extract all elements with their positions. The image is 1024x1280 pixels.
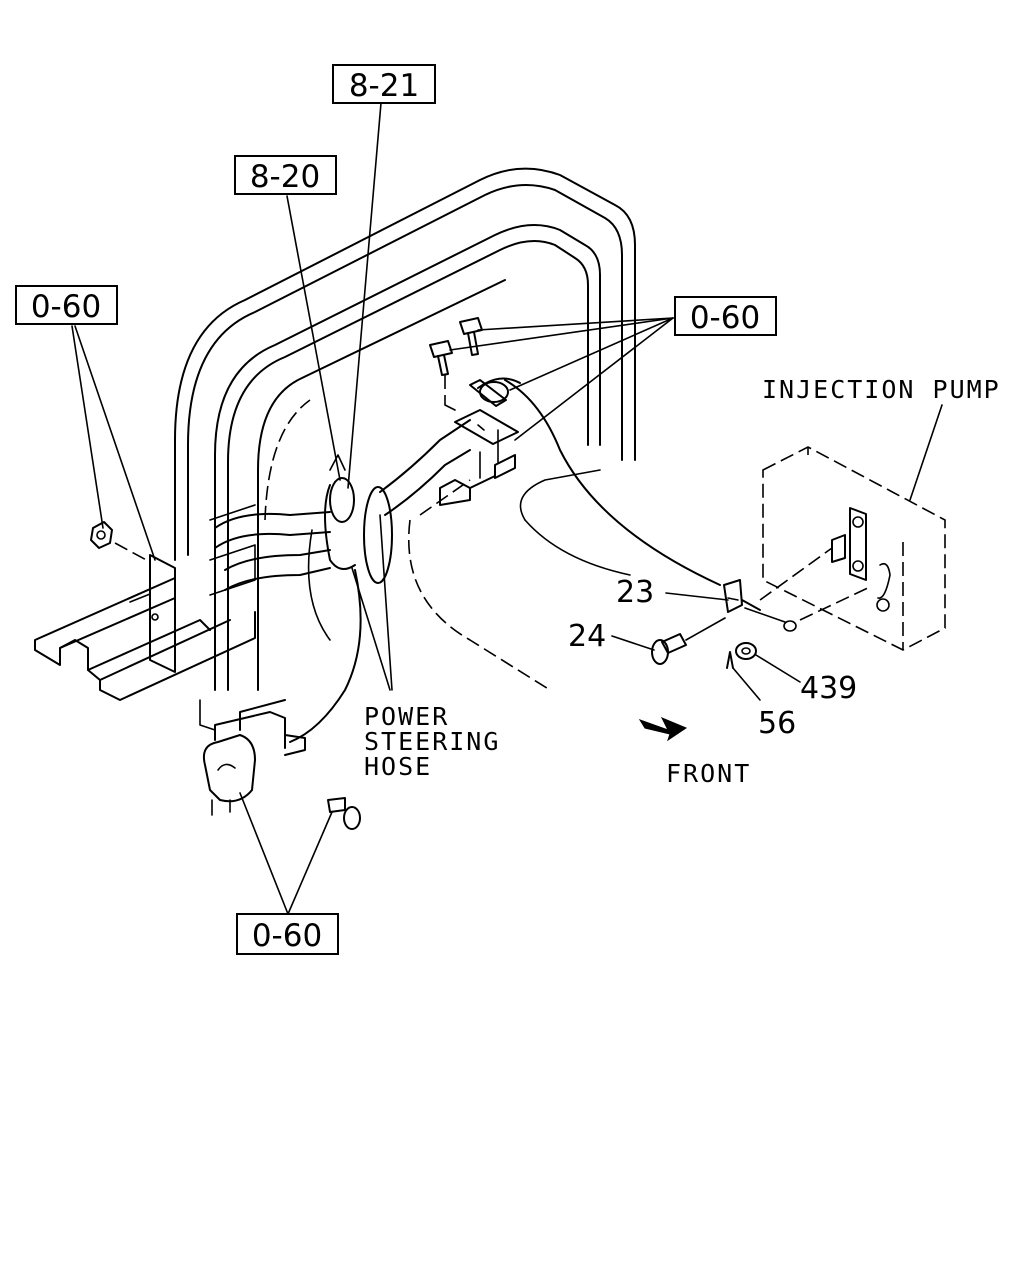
ref-box-8-20[interactable]: 8-20 bbox=[234, 155, 337, 195]
part-number-439: 439 bbox=[800, 671, 857, 706]
left-channel-bracket bbox=[34, 504, 256, 701]
ref-box-0-60-left[interactable]: 0-60 bbox=[15, 285, 118, 325]
injection-pump-label: INJECTION PUMP bbox=[762, 375, 1001, 404]
injection-pump-block bbox=[759, 446, 946, 651]
ref-box-0-60-right[interactable]: 0-60 bbox=[674, 296, 777, 336]
power-steering-hose-label-line-3: HOSE bbox=[364, 752, 432, 781]
ref-box-0-60-bottom[interactable]: 0-60 bbox=[236, 913, 339, 955]
right-small-parts bbox=[651, 579, 797, 669]
hose-tubes bbox=[214, 419, 471, 641]
part-number-24: 24 bbox=[568, 619, 606, 654]
power-steering-hose-label-line-2: STEERING bbox=[364, 727, 500, 756]
left-nut bbox=[90, 521, 151, 563]
part-number-56: 56 bbox=[758, 706, 796, 741]
ref-box-8-21-label: 8-21 bbox=[349, 68, 419, 104]
part-number-23: 23 bbox=[616, 575, 654, 610]
front-arrow-icon bbox=[638, 717, 688, 742]
ref-box-0-60-bottom-label: 0-60 bbox=[252, 918, 322, 954]
ref-box-0-60-right-label: 0-60 bbox=[690, 300, 760, 336]
ref-box-8-21[interactable]: 8-21 bbox=[332, 64, 436, 104]
upper-clamp-assembly bbox=[429, 317, 519, 506]
front-label: FRONT bbox=[666, 759, 751, 788]
lower-valve-assembly bbox=[199, 699, 361, 830]
lower-cross-member bbox=[408, 469, 631, 691]
leader-lines bbox=[71, 102, 943, 915]
power-steering-hose-label-line-1: POWER bbox=[364, 702, 449, 731]
ref-box-0-60-left-label: 0-60 bbox=[31, 289, 101, 325]
ref-box-8-20-label: 8-20 bbox=[250, 159, 320, 195]
power-steering-hose-line bbox=[289, 377, 721, 743]
radiator-frame-outline bbox=[174, 167, 636, 691]
